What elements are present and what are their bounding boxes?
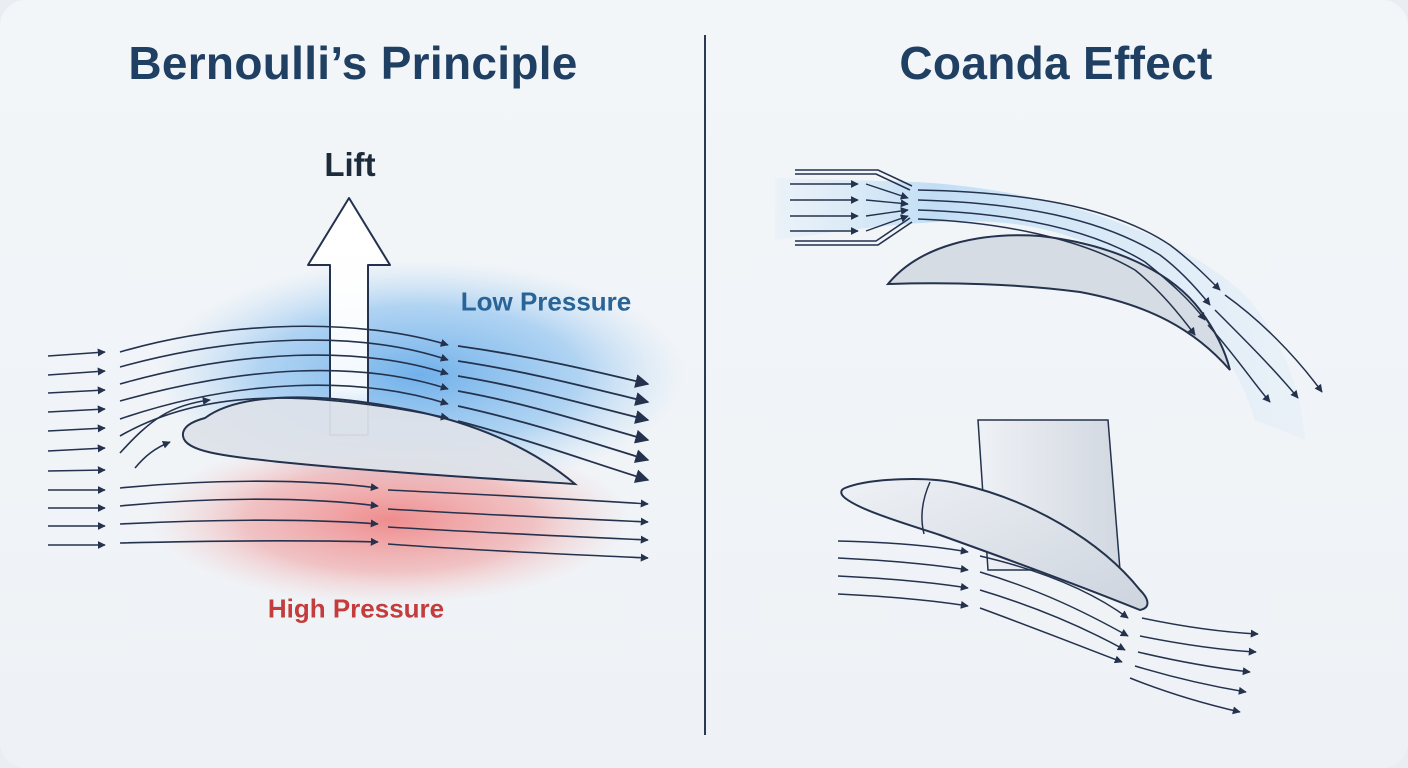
lift-label: Lift [324, 146, 376, 183]
nose-seam [921, 481, 931, 535]
nozzle-inflow [790, 180, 909, 235]
coanda-panel [775, 169, 1323, 715]
bernoulli-title: Bernoulli’s Principle [128, 37, 578, 89]
coanda-jet-streamlines [917, 189, 1323, 403]
jet-stream-glow [775, 178, 1305, 440]
coanda-title: Coanda Effect [899, 37, 1213, 89]
incoming-streamlines [47, 348, 106, 549]
curved-surface [885, 234, 1231, 371]
airfoil [181, 396, 578, 486]
high-pressure-label: High Pressure [267, 593, 445, 624]
low-pressure-label: Low Pressure [460, 286, 632, 317]
jet-nozzle [795, 169, 913, 246]
upper-streamlines-exit [457, 345, 650, 483]
nose-body [840, 478, 1149, 612]
bernoulli-panel [47, 197, 685, 605]
body-underflow-streamlines [837, 540, 1259, 715]
lower-streamlines [119, 480, 649, 562]
upper-streamlines [119, 325, 449, 469]
